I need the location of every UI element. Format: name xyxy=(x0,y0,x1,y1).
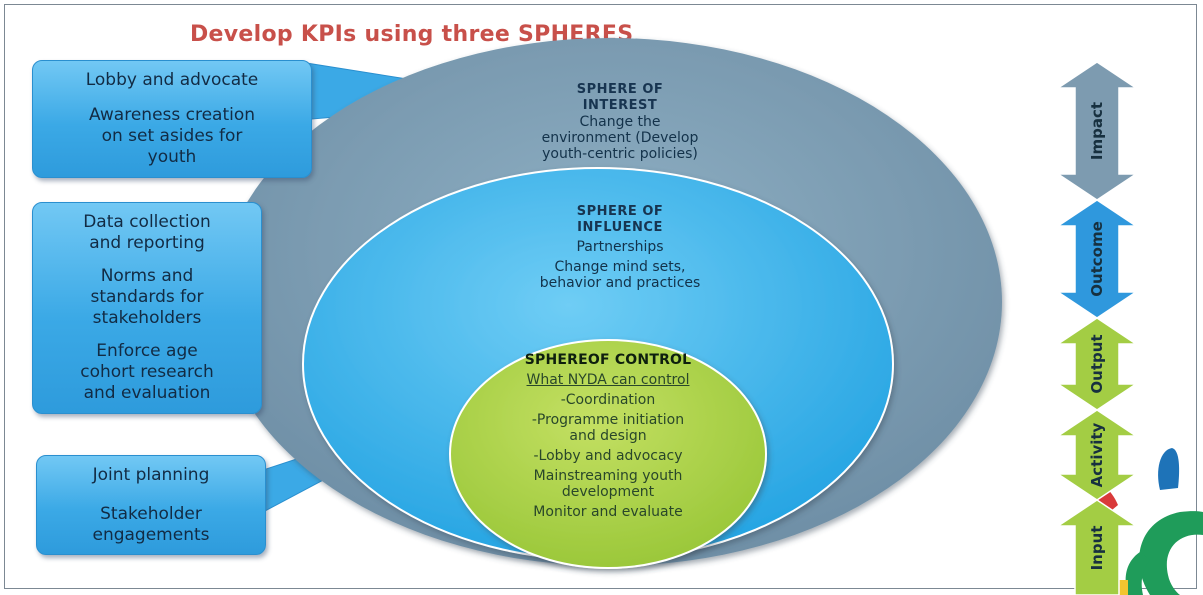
callout-influence: Data collection and reporting Norms and … xyxy=(32,202,262,414)
arrow-label-output: Output xyxy=(1088,334,1106,394)
callout-influence-item: Enforce age cohort research and evaluati… xyxy=(80,341,214,403)
interest-heading: SPHERE OF INTEREST xyxy=(576,82,664,113)
control-item: -Lobby and advocacy xyxy=(533,448,683,464)
control-heading: SPHEREOF CONTROL xyxy=(524,352,692,368)
control-label: SPHEREOF CONTROL What NYDA can control -… xyxy=(468,352,748,520)
control-item: Mainstreaming youth development xyxy=(533,468,683,500)
interest-description: Change the environment (Develop youth-ce… xyxy=(541,114,699,162)
arrow-label-outcome: Outcome xyxy=(1088,221,1106,297)
influence-heading: SPHERE OF INFLUENCE xyxy=(576,204,664,235)
arrow-input xyxy=(1055,499,1139,595)
influence-label: SPHERE OF INFLUENCE Partnerships Change … xyxy=(470,204,770,291)
slide-frame xyxy=(4,4,1197,589)
callout-interest: Lobby and advocate Awareness creation on… xyxy=(32,60,312,178)
arrow-label-impact: Impact xyxy=(1088,101,1106,161)
callout-control-item: Stakeholder engagements xyxy=(92,503,210,545)
influence-description: Change mind sets, behavior and practices xyxy=(539,259,701,291)
callout-interest-item: Awareness creation on set asides for you… xyxy=(88,105,256,167)
control-subheading: What NYDA can control xyxy=(526,372,690,388)
callout-interest-item: Lobby and advocate xyxy=(85,70,259,90)
control-item: Monitor and evaluate xyxy=(533,504,683,520)
callout-influence-item: Data collection and reporting xyxy=(83,212,211,253)
callout-control: Joint planning Stakeholder engagements xyxy=(36,455,266,555)
arrow-label-activity: Activity xyxy=(1088,422,1106,488)
callout-control-item: Joint planning xyxy=(92,464,210,485)
callout-influence-item: Norms and standards for stakeholders xyxy=(90,266,204,328)
influence-partnerships: Partnerships xyxy=(576,239,664,255)
control-item: -Coordination xyxy=(560,392,656,408)
control-item: -Programme initiation and design xyxy=(531,412,685,444)
results-chain xyxy=(1055,61,1139,595)
sphere-of-control xyxy=(449,339,767,569)
interest-label: SPHERE OF INTEREST Change the environmen… xyxy=(490,82,750,162)
arrow-label-input: Input xyxy=(1088,525,1106,570)
